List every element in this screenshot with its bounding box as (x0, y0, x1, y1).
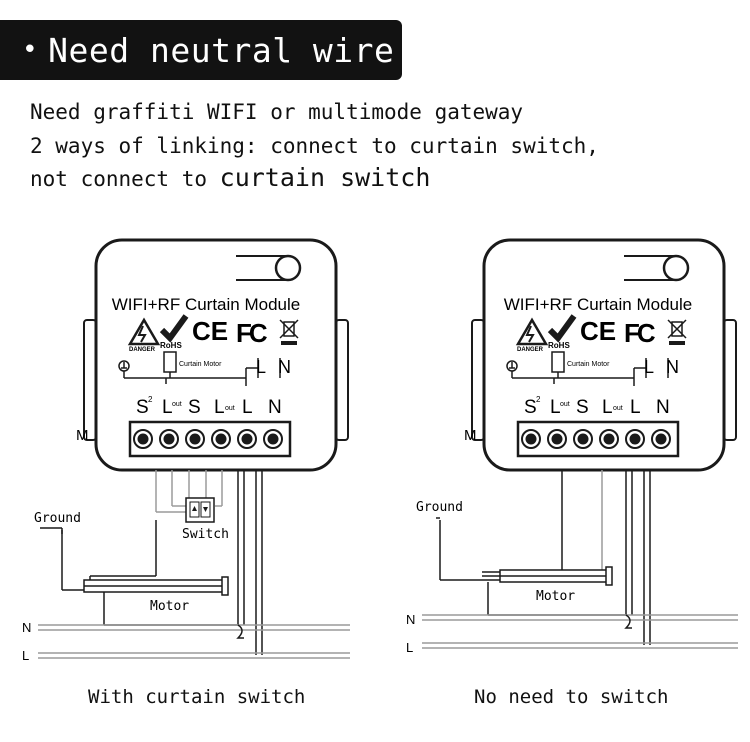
right-motor-text: Motor (536, 589, 575, 604)
left-module-title: WIFI+RF Curtain Module (112, 295, 300, 314)
right-term-4-sup: out (613, 405, 623, 412)
right-term-2: L (550, 397, 561, 418)
right-motor-label: Curtain Motor (567, 361, 610, 368)
left-caption: With curtain switch (88, 686, 306, 708)
left-top-l: L (256, 357, 266, 377)
left-term-4-sup: out (225, 405, 235, 412)
right-wiring (422, 470, 738, 649)
intro-line-2: 2 ways of linking: connect to curtain sw… (30, 134, 599, 158)
right-line-l: L (406, 640, 413, 655)
right-top-l: L (644, 357, 654, 377)
right-term-4: L (602, 397, 613, 418)
right-term-6: N (656, 397, 670, 418)
right-side-m: M (464, 427, 477, 444)
right-caption: No need to switch (474, 686, 669, 708)
bullet: • (22, 35, 39, 65)
right-term-5: L (630, 397, 641, 418)
left-wiring (38, 470, 350, 659)
left-term-3: S (188, 397, 201, 418)
intro-line-1: Need graffiti WIFI or multimode gateway (30, 100, 524, 124)
right-line-n: N (406, 612, 415, 627)
title-banner: • Need neutral wire (0, 20, 402, 80)
left-danger-text: DANGER (129, 347, 156, 353)
left-fc: FC (236, 318, 268, 348)
intro-line-3: not connect to curtain switch (30, 163, 430, 192)
left-term-2: L (162, 397, 173, 418)
left-ground-label: Ground (34, 511, 81, 526)
left-switch-label: Switch (182, 527, 229, 542)
left-line-l: L (22, 648, 29, 663)
left-motor-text: Motor (150, 599, 189, 614)
right-term-1-sup: 2 (536, 395, 541, 404)
left-ce: CE (192, 316, 228, 346)
right-ce: CE (580, 316, 616, 346)
right-rohs: RoHS (548, 341, 570, 350)
left-rohs: RoHS (160, 341, 182, 350)
right-term-2-sup: out (560, 401, 570, 408)
right-term-1: S (524, 397, 537, 418)
left-line-n: N (22, 620, 31, 635)
right-module: WIFI+RF Curtain Module DANGER RoHS CE FC… (464, 240, 736, 470)
intro-line-3-b: curtain switch (219, 163, 431, 192)
left-motor-label: Curtain Motor (179, 361, 222, 368)
banner-title: Need neutral wire (48, 30, 395, 70)
right-ground-label: Ground (416, 500, 463, 515)
right-fc: FC (624, 318, 656, 348)
left-term-5: L (242, 397, 253, 418)
right-term-3: S (576, 397, 589, 418)
right-module-title: WIFI+RF Curtain Module (504, 295, 692, 314)
intro-line-3-a: not connect to (30, 167, 220, 191)
left-term-1-sup: 2 (148, 395, 153, 404)
left-term-6: N (268, 397, 282, 418)
left-term-1: S (136, 397, 149, 418)
left-term-2-sup: out (172, 401, 182, 408)
left-module: WIFI+RF Curtain Module DANGER RoHS CE FC… (76, 240, 348, 470)
left-side-m: M (76, 427, 89, 444)
right-top-n: N (666, 357, 679, 377)
left-term-4: L (214, 397, 225, 418)
left-top-n: N (278, 357, 291, 377)
right-danger-text: DANGER (517, 347, 544, 353)
